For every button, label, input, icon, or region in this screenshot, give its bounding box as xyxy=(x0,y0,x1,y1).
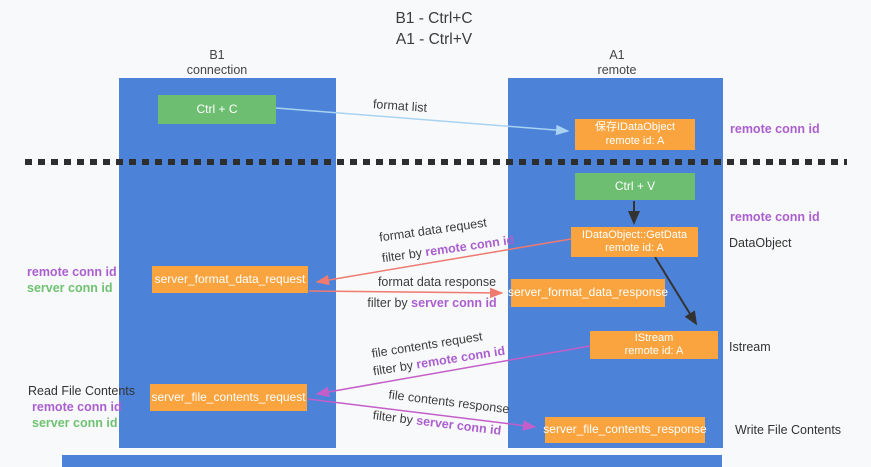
node-server-file-contents-request: server_file_contents_request xyxy=(150,384,307,411)
arrow-label-format-list: format list xyxy=(372,97,428,115)
bottom-lane-strip xyxy=(62,455,722,467)
conn-id-group-left-top: remote conn id server conn id xyxy=(27,265,117,296)
server-conn-id-text: server conn id xyxy=(415,413,502,438)
label-dataobject: DataObject xyxy=(729,236,792,250)
lane-header-b1: B1 connection xyxy=(110,48,324,78)
lane-header-a1: A1 remote xyxy=(510,48,724,78)
format-request-label: server_format_data_request xyxy=(154,271,306,286)
label-remote-conn-id-top-right: remote conn id xyxy=(730,122,820,136)
save-idataobject-line2: remote id: A xyxy=(605,134,665,147)
format-response-label: server_format_data_response xyxy=(507,285,669,300)
lane-b1-title: B1 xyxy=(209,48,225,62)
label-istream: Istream xyxy=(729,340,771,354)
arrow-label-format-data-response: format data response xyxy=(377,275,497,289)
server-conn-id-text: server conn id xyxy=(411,296,497,310)
node-istream: IStream remote id: A xyxy=(590,331,718,359)
filter-by-text: filter by xyxy=(367,296,408,310)
left-top-server-conn-id: server conn id xyxy=(27,280,113,295)
phase-separator-dashed-line xyxy=(25,159,847,165)
filter-by-text: filter by xyxy=(372,408,414,427)
label-remote-conn-id-mid-right: remote conn id xyxy=(730,210,820,224)
file-response-label: server_file_contents_response xyxy=(543,422,707,437)
save-idataobject-line1: 保存IDataObject xyxy=(594,121,676,133)
left-bottom-remote-conn-id: remote conn id xyxy=(32,400,122,414)
getdata-line1: IDataObject::GetData xyxy=(581,228,688,241)
lane-a1-subtitle: remote xyxy=(597,63,637,77)
istream-line2: remote id: A xyxy=(624,345,684,357)
ctrl-c-label: Ctrl + C xyxy=(196,101,238,116)
filter-by-text: filter by xyxy=(372,358,415,379)
title-line-2: A1 - Ctrl+V xyxy=(395,31,473,48)
arrow-format-request-to-response xyxy=(308,287,504,299)
title-line-1: B1 - Ctrl+C xyxy=(395,10,473,27)
remote-conn-id-text: remote conn id xyxy=(424,232,516,260)
diagram-title: B1 - Ctrl+C A1 - Ctrl+V xyxy=(334,8,534,50)
node-idataobject-getdata: IDataObject::GetData remote id: A xyxy=(571,227,698,257)
lane-b1-subtitle: connection xyxy=(186,63,248,77)
ctrl-v-label: Ctrl + V xyxy=(614,178,656,193)
left-bottom-server-conn-id: server conn id xyxy=(32,415,118,430)
node-server-file-contents-response: server_file_contents_response xyxy=(543,417,707,443)
node-server-format-data-response: server_format_data_response xyxy=(507,279,669,307)
label-read-file-contents: Read File Contents xyxy=(28,384,136,398)
node-server-format-data-request: server_format_data_request xyxy=(152,266,308,293)
label-write-file-contents: Write File Contents xyxy=(735,423,842,437)
getdata-line2: remote id: A xyxy=(605,242,664,254)
node-ctrl-c: Ctrl + C xyxy=(158,95,276,124)
node-ctrl-v: Ctrl + V xyxy=(575,173,695,200)
node-save-idataobject: 保存IDataObject remote id: A xyxy=(575,119,695,150)
conn-id-group-left-bottom: remote conn id server conn id xyxy=(32,400,122,431)
left-top-remote-conn-id: remote conn id xyxy=(27,265,117,279)
arrow-label-filter-by-server-1: filter by server conn id xyxy=(367,296,496,310)
file-request-label: server_file_contents_request xyxy=(151,389,306,404)
istream-line1: IStream xyxy=(634,331,674,344)
filter-by-text: filter by xyxy=(380,245,423,266)
lane-a1-title: A1 xyxy=(609,48,625,62)
